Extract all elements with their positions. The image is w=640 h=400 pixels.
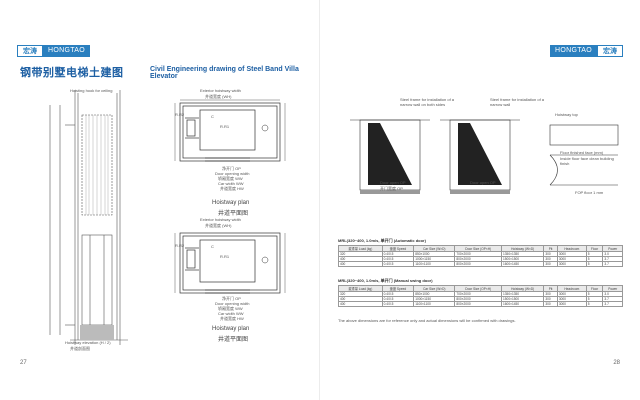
table1-caption: MRL(320~400, 1.0m/s, 单开门 (Automatic door… — [338, 238, 426, 243]
table-cell: 0.4/0.5 — [381, 301, 415, 307]
plan1-door-line-0: 净开门 OP — [222, 166, 241, 171]
table-cell: 5 — [585, 301, 604, 307]
door-note-1: Steel frame for installation of a narrow… — [400, 97, 455, 107]
plan2-door-line-3: Car width WW — [218, 311, 244, 316]
page-number-left: 27 — [20, 360, 27, 366]
plan1-door-line-4: 井道宽度 HW — [220, 186, 244, 191]
table-cell: 1600×1450 — [500, 301, 545, 307]
plan1-door-line-1: Door opening width — [215, 171, 250, 176]
spec-table-2: 载重量 Load (kg) 速度 Speed Car Size (W×D) Do… — [338, 285, 623, 307]
logo-en-right: HONGTAO — [550, 44, 597, 57]
plan2-door-line-1: Door opening width — [215, 301, 250, 306]
plan2-door-line-4: 井道宽度 HW — [220, 316, 244, 321]
plan2-rr2-label: R.R2 — [175, 243, 185, 248]
plan2-caption-cn: 井道平面图 — [218, 337, 249, 343]
table-cell: 5 — [585, 261, 604, 267]
plan1-door-line-2: 轿厢宽度 WW — [218, 176, 243, 181]
table-footnote: The above dimensions are for reference o… — [338, 318, 516, 323]
page-title-cn: 钢带别墅电梯土建图 — [20, 66, 124, 79]
profile-note-2: Floor finished face (mm) — [560, 150, 604, 155]
right-page: HONGTAO 宏涛 Steel frame for installation … — [320, 0, 640, 400]
plan1-top-label-en: Exterior hoistway width — [200, 88, 241, 93]
table-cell: 400 — [338, 301, 383, 307]
table-cell: 3.7 — [602, 301, 623, 307]
table-cell: 800×2000 — [454, 261, 502, 267]
plan2-caption-en: Hoistway plan — [212, 326, 250, 332]
page-title-en: Civil Engineering drawing of Steel Band … — [150, 66, 299, 80]
table1-header-row: 载重量 Load (kg) 速度 Speed Car Size (W×D) Do… — [338, 245, 623, 252]
plan1-c-label: C — [211, 114, 214, 119]
plan1-caption-cn: 井道平面图 — [218, 211, 249, 217]
logo-en: HONGTAO — [43, 44, 90, 57]
profile-bottom-note: FOP floor 1 mm — [575, 190, 604, 195]
section-top-note: Hoisting hook for ceiling — [70, 88, 113, 93]
brand-logo: 宏涛 HONGTAO — [17, 44, 90, 57]
table-cell: 1100×1100 — [413, 301, 456, 307]
door-front-dim-2: Door open OP — [470, 180, 496, 185]
hoistway-plan-2 — [174, 232, 286, 294]
door-front-dim: Door open OP — [380, 180, 406, 185]
plan2-c-label: C — [211, 244, 214, 249]
floor-profile-drawing — [549, 124, 619, 186]
table-cell: 1600×1450 — [500, 261, 545, 267]
door-front-drawing — [350, 119, 520, 194]
hoistway-section-drawing — [49, 90, 128, 345]
plan2-top-label-cn: 井道宽度 (WH) — [205, 223, 232, 228]
table-cell: 1100×1100 — [413, 261, 456, 267]
plan1-rr2-label: R.R2 — [175, 112, 185, 117]
logo-cn: 宏涛 — [17, 44, 43, 57]
table-cell: 3000 — [556, 261, 587, 267]
left-page: 宏涛 HONGTAO 钢带别墅电梯土建图 Civil Engineering d… — [17, 44, 299, 366]
table-cell: 300 — [543, 301, 558, 307]
door-front-dim-cn: 开门宽度 OP — [380, 186, 403, 191]
profile-note-3: Inside floor face clean building finish — [560, 156, 614, 166]
plan1-door-line-3: Car width WW — [218, 181, 244, 186]
plan1-top-label-cn: 井道宽度 (WH) — [205, 94, 232, 99]
spec-table-1: 载重量 Load (kg) 速度 Speed Car Size (W×D) Do… — [338, 245, 623, 267]
table-cell: 400 — [338, 261, 383, 267]
profile-top-note: Hoistway top — [555, 112, 578, 117]
section-bottom-note-cn: 井道剖面图 — [70, 346, 90, 351]
plan2-door-line-2: 轿厢宽度 WW — [218, 306, 243, 311]
section-bottom-note: Hoistway elevation (H / 2) — [65, 340, 111, 345]
table-cell: 3.7 — [602, 261, 623, 267]
page-number-right: 28 — [613, 360, 620, 366]
hoistway-plan-1 — [174, 99, 286, 162]
plan2-rr1-label: R.R1 — [220, 254, 230, 259]
door-note-2: Steel frame for installation of a narrow… — [490, 97, 545, 107]
table-cell: 300 — [543, 261, 558, 267]
plan1-caption-en: Hoistway plan — [212, 200, 250, 206]
table-cell: 800×2000 — [454, 301, 502, 307]
table2-caption: MRL(320~400, 1.0m/s, 单开门 (Manual swing d… — [338, 278, 433, 283]
plan1-rr1-label: R.R1 — [220, 124, 230, 129]
brand-logo-right: HONGTAO 宏涛 — [550, 44, 623, 57]
plan2-top-label-en: Exterior hoistway width — [200, 217, 241, 222]
table-cell: 3000 — [556, 301, 587, 307]
plan2-door-line-0: 净开门 OP — [222, 296, 241, 301]
logo-cn-right: 宏涛 — [597, 44, 623, 57]
table-cell: 0.4/0.5 — [381, 261, 415, 267]
